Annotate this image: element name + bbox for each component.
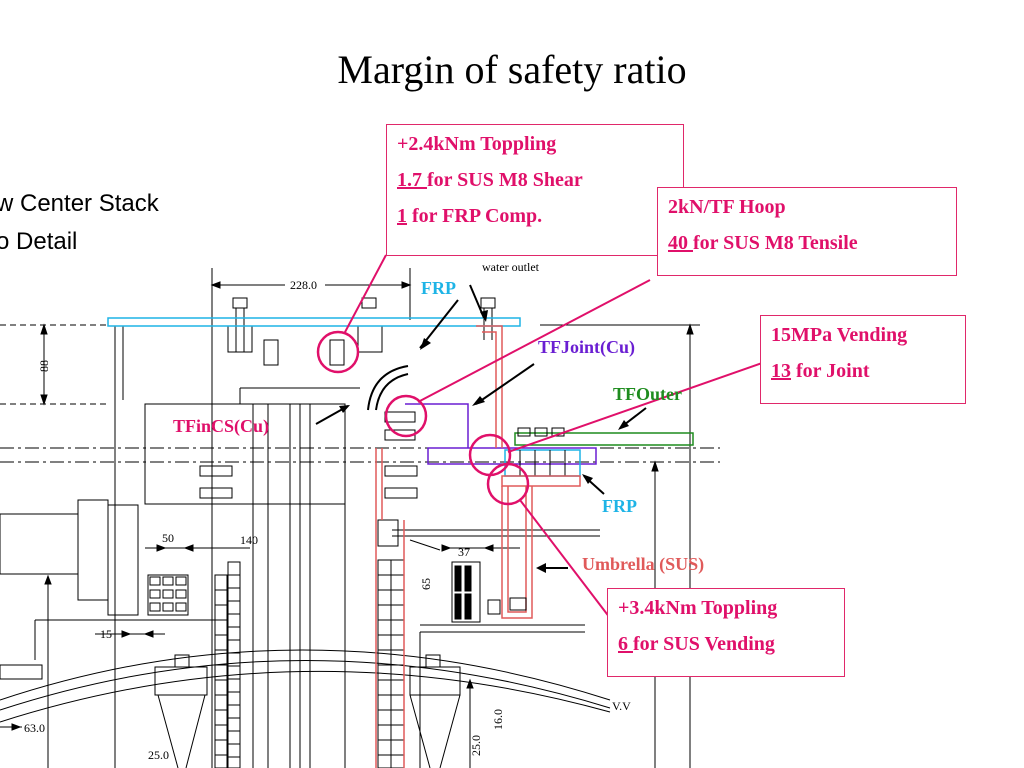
callout-line: 1.7 for SUS M8 Shear <box>397 169 673 192</box>
dim-88: 88 <box>37 360 51 372</box>
callout-line: 6 for SUS Vending <box>618 633 834 656</box>
callout-line: 2kN/TF Hoop <box>668 196 786 218</box>
dim-65: 65 <box>419 578 433 590</box>
callout-line: 1 for FRP Comp. <box>397 205 673 228</box>
callout-text: for FRP Comp. <box>407 205 543 227</box>
dim-16: 16.0 <box>491 709 505 730</box>
callout-text: for Joint <box>791 360 870 382</box>
dim-140: 140 <box>240 533 258 547</box>
safety-ratio-value: 1.7 <box>397 169 427 191</box>
dim-228: 228.0 <box>290 278 317 292</box>
callout-box-vending-15mpa: 15MPa Vending 13 for Joint <box>760 315 966 404</box>
callout-line: +2.4kNm Toppling <box>397 133 557 155</box>
callout-box-hoop: 2kN/TF Hoop 40 for SUS M8 Tensile <box>657 187 957 276</box>
dim-50: 50 <box>162 531 174 545</box>
safety-ratio-value: 13 <box>771 360 791 382</box>
tfincs-label: TFinCS(Cu) <box>173 416 270 436</box>
callout-line: 40 for SUS M8 Tensile <box>668 232 946 255</box>
slide-title: Margin of safety ratio <box>337 47 687 92</box>
callout-line: +3.4kNm Toppling <box>618 597 778 619</box>
callout-text: for SUS Vending <box>633 633 775 655</box>
drawing-title-fragment-2: o Detail <box>0 228 78 255</box>
tfouter-label: TFOuter <box>613 384 682 404</box>
umbrella-label: Umbrella (SUS) <box>582 554 705 574</box>
drawing-title-fragment-1: w Center Stack <box>0 190 159 217</box>
safety-ratio-value: 1 <box>397 205 407 227</box>
tfjoint-label: TFJoint(Cu) <box>538 337 636 357</box>
safety-ratio-value: 40 <box>668 232 693 254</box>
callout-line: 15MPa Vending <box>771 324 908 346</box>
frp-top-label: FRP <box>421 278 456 298</box>
frp-bottom-label: FRP <box>602 496 637 516</box>
callout-text: for SUS M8 Tensile <box>693 232 858 254</box>
water-outlet-label: water outlet <box>482 260 540 274</box>
callout-text: for SUS M8 Shear <box>427 169 583 191</box>
callout-box-toppling-3-4: +3.4kNm Toppling 6 for SUS Vending <box>607 588 845 677</box>
dim-15: 15 <box>100 627 112 641</box>
callout-line: 13 for Joint <box>771 360 955 383</box>
dim-25-vertical: 25.0 <box>469 735 483 756</box>
dim-25-horizontal: 25.0 <box>148 748 169 762</box>
dim-37: 37 <box>458 545 470 559</box>
dim-63: 63.0 <box>24 721 45 735</box>
callout-box-toppling-2-4: +2.4kNm Toppling 1.7 for SUS M8 Shear 1 … <box>386 124 684 256</box>
safety-ratio-value: 6 <box>618 633 633 655</box>
dim-vv: V.V <box>612 699 631 713</box>
